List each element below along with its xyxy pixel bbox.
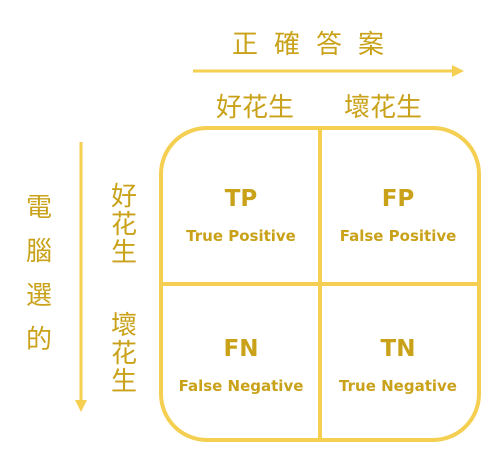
column-label-good-peanut: 好花生 — [215, 93, 294, 123]
cell-abbreviation: FP — [381, 186, 415, 212]
row-label-good-peanut: 好 花 生 — [109, 183, 139, 267]
actual-answer-title: 正確答案 — [231, 30, 400, 60]
cell-full-name: True Positive — [186, 227, 296, 245]
row-label-char: 生 — [110, 367, 137, 397]
cell-full-name: True Negative — [339, 377, 457, 395]
row-label-char: 好 — [110, 182, 137, 212]
cell-full-name: False Negative — [178, 377, 304, 395]
column-label-bad-peanut: 壞花生 — [343, 93, 422, 123]
cell-false-negative: FN False Negative — [163, 334, 319, 398]
row-label-char: 花 — [110, 210, 137, 240]
cell-abbreviation: FN — [223, 336, 259, 362]
row-label-bad-peanut: 壞 花 生 — [109, 312, 139, 396]
cell-abbreviation: TN — [380, 336, 416, 362]
side-title-char: 電 — [25, 193, 52, 223]
side-title-char: 腦 — [25, 237, 52, 267]
top-arrow — [193, 65, 464, 77]
side-title-char: 選 — [25, 281, 52, 311]
row-label-char: 生 — [110, 238, 137, 268]
row-label-char: 花 — [110, 339, 137, 369]
computer-selected-title: 電 腦 選 的 — [24, 186, 54, 362]
cell-true-negative: TN True Negative — [320, 334, 476, 398]
cell-full-name: False Positive — [339, 227, 457, 245]
cell-false-positive: FP False Positive — [320, 184, 476, 248]
side-title-char: 的 — [25, 325, 52, 355]
row-label-char: 壞 — [110, 311, 137, 341]
cell-abbreviation: TP — [224, 186, 258, 212]
cell-true-positive: TP True Positive — [163, 184, 319, 248]
left-arrow — [75, 142, 87, 412]
